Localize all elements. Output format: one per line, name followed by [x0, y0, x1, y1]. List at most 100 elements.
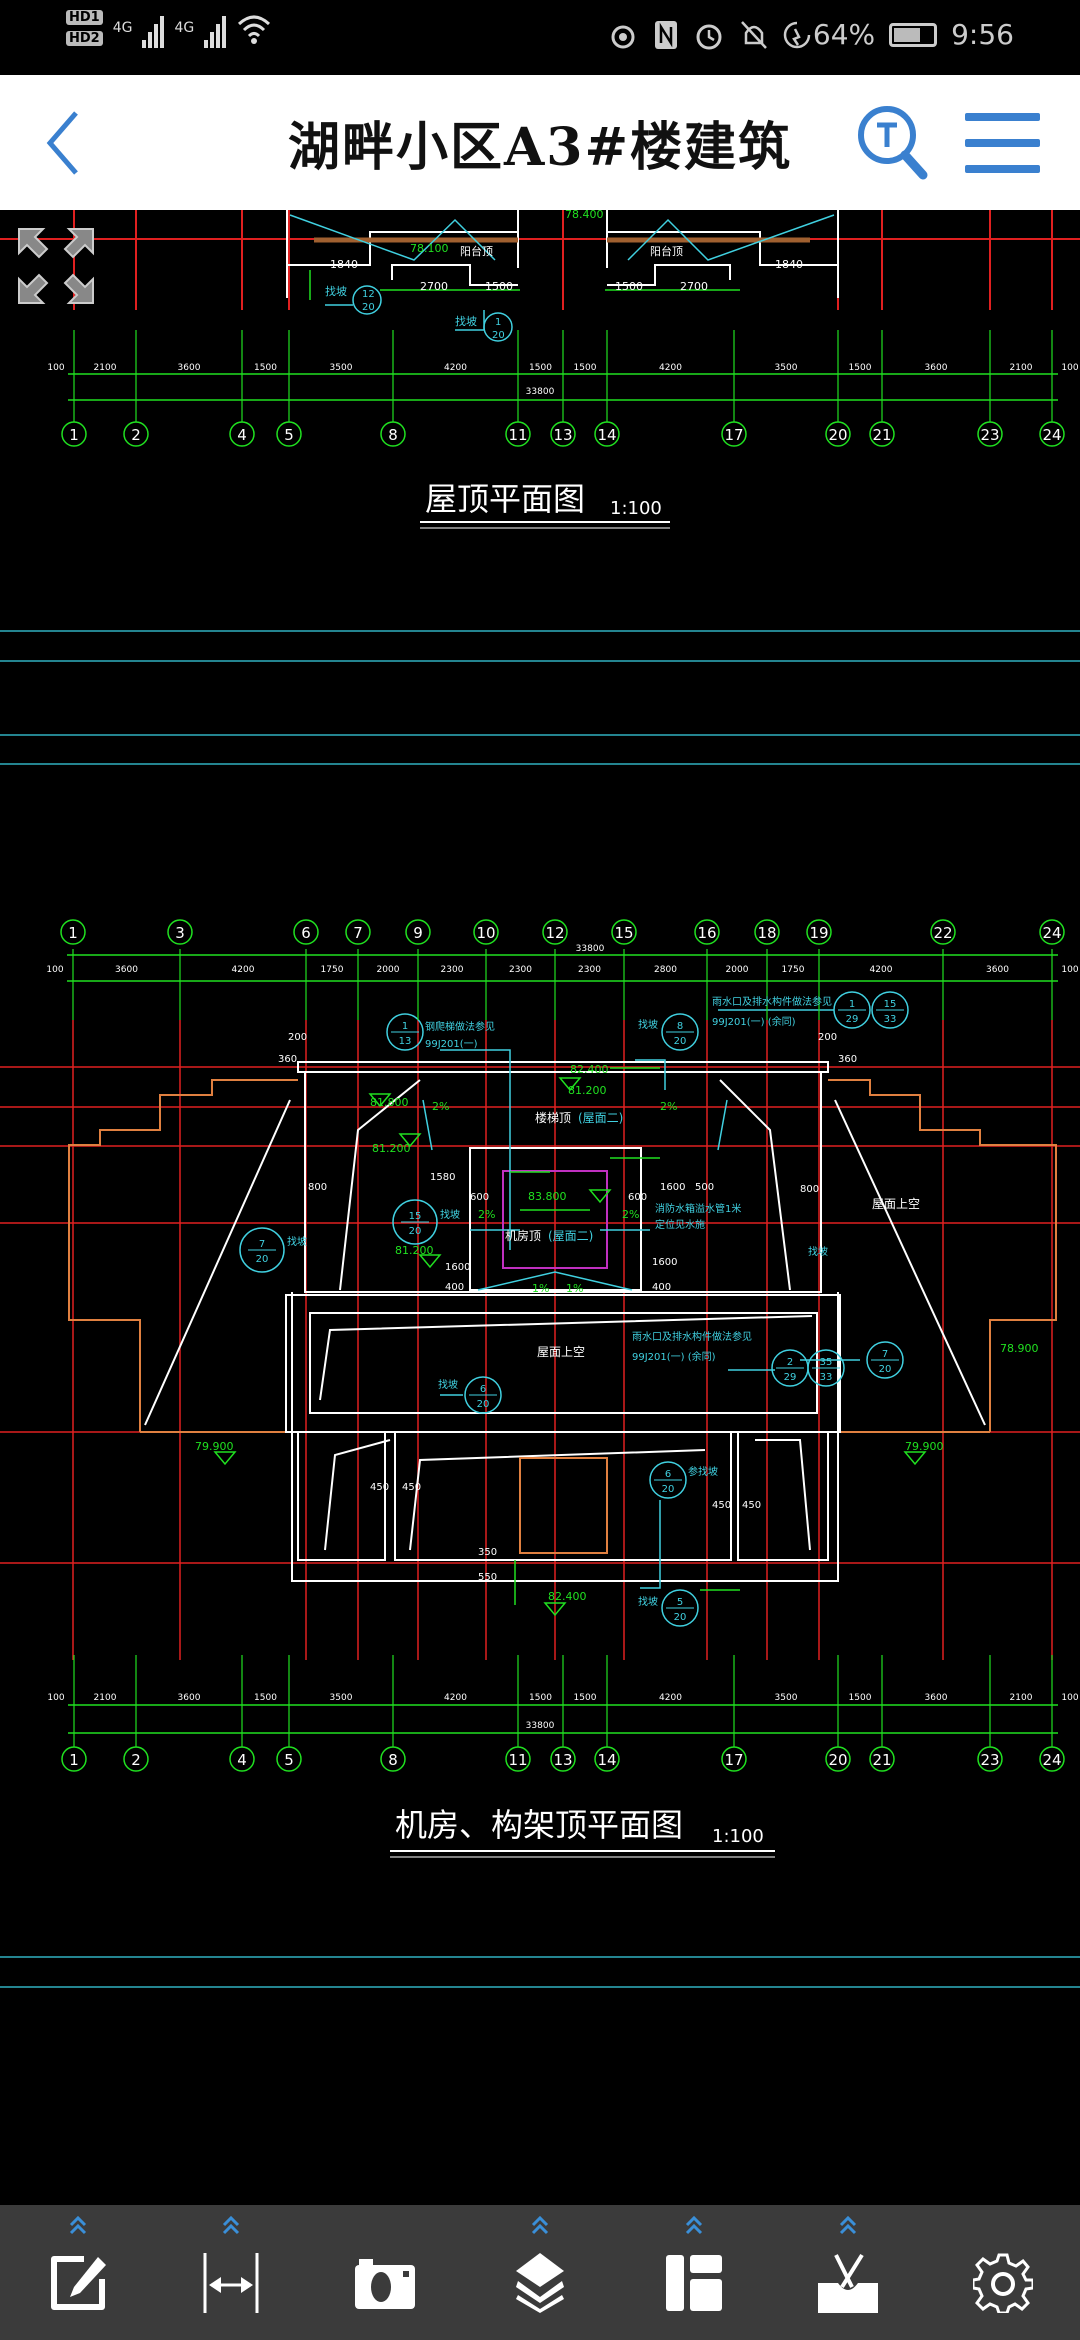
slope-tag: 找坡 [455, 314, 477, 328]
axis-label: 10 [476, 924, 495, 942]
dimension-label: 3600 [925, 363, 948, 373]
measure-button[interactable] [186, 2213, 276, 2333]
dimension-label: 1500 [254, 1693, 277, 1703]
dimension-label: 3500 [330, 1693, 353, 1703]
detail-ref-top: 6 [665, 1469, 671, 1480]
machine-room-plan [0, 991, 1080, 1660]
toolbox-icon [818, 2253, 878, 2313]
total-dimension-label: 33800 [526, 387, 555, 397]
axis-label: 8 [388, 1751, 398, 1769]
battery-icon [889, 22, 938, 47]
edit-note-button[interactable] [33, 2213, 123, 2333]
expand-up-chevron-icon[interactable] [66, 2213, 90, 2237]
tools-button[interactable] [803, 2213, 893, 2333]
axis-label: 6 [301, 924, 311, 942]
axis-bubble [61, 421, 87, 447]
elevation-label: 79.900 [195, 1440, 234, 1453]
bottom-toolbar [0, 2205, 1080, 2340]
dimension-label: 4200 [444, 363, 467, 373]
axis-label: 8 [388, 426, 398, 444]
room-label: (屋面二) [548, 1229, 593, 1243]
dimension-label: 2300 [509, 965, 532, 975]
detail-ref-bottom: 29 [784, 1372, 797, 1383]
dimension-label: 1500 [529, 363, 552, 373]
fullscreen-expand-icon[interactable] [15, 225, 97, 307]
axis-label: 23 [980, 426, 999, 444]
text-search-button[interactable] [855, 103, 930, 183]
slope-label: 1% [566, 1282, 583, 1295]
dimension-label: 450 [712, 1500, 731, 1511]
note: 99J201(一) [425, 1039, 478, 1050]
axis-bubble [123, 1746, 149, 1772]
dimension-label: 4200 [444, 1693, 467, 1703]
dimension-label: 1500 [849, 363, 872, 373]
detail-ref-top: 8 [677, 1021, 683, 1032]
elevation-label: 81.800 [370, 1096, 409, 1109]
dimension-label: 2000 [726, 965, 749, 975]
axis-label: 11 [508, 426, 527, 444]
layers-icon [516, 2253, 564, 2313]
expand-up-chevron-icon[interactable] [528, 2213, 552, 2237]
menu-button[interactable] [965, 113, 1040, 173]
axis-label: 17 [724, 1751, 743, 1769]
elevation-label: 83.800 [528, 1190, 567, 1203]
drawing-scale: 1:100 [610, 498, 662, 519]
axis-bubble [293, 919, 319, 945]
network-type-2: 4G [174, 20, 195, 36]
dimension-label: 360 [838, 1054, 857, 1065]
dimension-label: 2800 [654, 965, 677, 975]
dimension-label: 2300 [441, 965, 464, 975]
slope-label: 2% [622, 1208, 639, 1221]
dimension-label: 1600 [660, 1182, 685, 1193]
expand-up-chevron-icon[interactable] [836, 2213, 860, 2237]
room-label: 机房顶 [505, 1228, 541, 1243]
axis-label: 24 [1042, 426, 1061, 444]
detail-ref-bottom: 20 [256, 1254, 269, 1265]
dimension-label: 1580 [430, 1172, 455, 1183]
eye-comfort-icon [611, 25, 635, 48]
detail-ref-bottom: 20 [409, 1226, 422, 1237]
detail-ref-top: 1 [402, 1021, 408, 1032]
battery-percent: 64% [812, 18, 876, 51]
dimension-label: 1600 [652, 1257, 677, 1268]
camera-button[interactable] [340, 2213, 430, 2333]
slope-label: 2% [660, 1100, 677, 1113]
dimension-label: 1750 [321, 965, 344, 975]
axis-bubble [594, 1746, 620, 1772]
axis-bubble [380, 421, 406, 447]
camera-icon [355, 2259, 415, 2309]
expand-up-chevron-icon[interactable] [219, 2213, 243, 2237]
expand-up-chevron-icon[interactable] [682, 2213, 706, 2237]
dimension-label: 100 [47, 1693, 64, 1703]
axis-label: 16 [697, 924, 716, 942]
dimension-label: 450 [402, 1482, 421, 1493]
axis-bubble [825, 1746, 851, 1772]
back-button[interactable] [38, 105, 88, 180]
layout-button[interactable] [649, 2213, 739, 2333]
gear-icon [973, 2253, 1033, 2313]
drawing-scale: 1:100 [712, 1826, 764, 1847]
sim2-badge: HD2 [66, 31, 103, 46]
edit-icon [51, 2256, 106, 2310]
dimension-label: 1500 [485, 280, 513, 293]
room-label: (屋面二) [578, 1111, 623, 1125]
settings-button[interactable] [958, 2213, 1048, 2333]
axis-label: 21 [872, 1751, 891, 1769]
layers-button[interactable] [495, 2213, 585, 2333]
detail-ref-top: 7 [882, 1349, 888, 1360]
axis-label: 15 [614, 924, 633, 942]
slope-label: 2% [478, 1208, 495, 1221]
axis-label: 19 [809, 924, 828, 942]
slope-tag: 找坡 [638, 1018, 658, 1031]
dimension-label: 2700 [420, 280, 448, 293]
signal-icon [142, 8, 165, 48]
axis-label: 13 [553, 426, 572, 444]
dimension-label: 2100 [94, 363, 117, 373]
dimension-label: 1750 [782, 965, 805, 975]
elevation-label: 81.200 [372, 1142, 411, 1155]
detail-ref-bottom: 13 [399, 1036, 412, 1047]
elevation-label: 82.400 [548, 1590, 587, 1603]
